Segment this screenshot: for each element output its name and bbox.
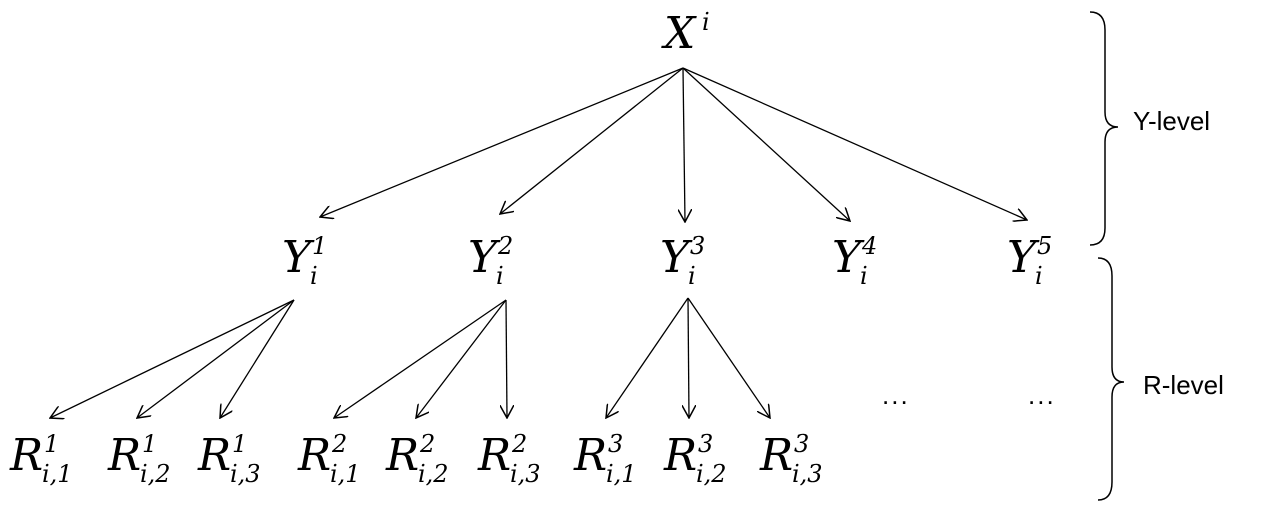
r-node-base: R (664, 430, 698, 481)
r-node-base: R (760, 430, 794, 481)
y-node-sub: i (310, 262, 318, 290)
r-node-sup: 1 (142, 430, 158, 458)
y-node-sup: 2 (498, 232, 514, 260)
edge-x-to-y (500, 67, 684, 214)
edge-x-to-y (682, 67, 1027, 220)
r-node-base: R (198, 430, 232, 481)
y-node-sup: 4 (862, 232, 878, 260)
edges-group (50, 67, 1027, 418)
y-node-sub: i (1035, 262, 1043, 290)
edge-x-to-y (320, 67, 684, 217)
edge-x-to-y (683, 67, 685, 222)
r-level-brace (1097, 257, 1125, 501)
r-node-base: R (108, 430, 142, 481)
y-node-sub: i (496, 262, 504, 290)
r-node-base: R (574, 430, 608, 481)
y-node-base: Y (1007, 232, 1037, 283)
r-node-sub: i,2 (418, 460, 449, 488)
r-node-sub: i,3 (230, 460, 261, 488)
y-level-label: Y-level (1133, 106, 1211, 136)
y-node-base: Y (282, 232, 312, 283)
y-node-sup: 3 (690, 232, 706, 260)
r-node-sub: i,1 (42, 460, 73, 488)
r-node-sup: 2 (420, 430, 436, 458)
edge-x-to-y (682, 67, 850, 221)
edge-y-to-r (416, 299, 507, 418)
edge-y-to-r (220, 299, 295, 418)
r-node-sup: 1 (44, 430, 60, 458)
r-node-sup: 3 (698, 430, 714, 458)
y-node-sub: i (688, 262, 696, 290)
y-node-base: Y (468, 232, 498, 283)
r-node-sup: 3 (794, 430, 810, 458)
r-node-sub: i,3 (792, 460, 823, 488)
r-node-sub: i,3 (510, 460, 541, 488)
root-node-sup: i (702, 8, 710, 36)
r-node-base: R (386, 430, 420, 481)
y-level-brace (1089, 11, 1119, 246)
r-level-label: R-level (1143, 370, 1224, 400)
ellipsis-y4-children: ... (882, 380, 910, 410)
edge-y-to-r (606, 297, 689, 418)
edge-y-to-r (687, 297, 770, 418)
edge-y-to-r (50, 299, 295, 418)
edge-y-to-r (688, 297, 689, 418)
y-node-sup: 1 (312, 232, 328, 260)
r-node-sub: i,2 (696, 460, 727, 488)
r-node-base: R (10, 430, 44, 481)
r-node-sub: i,1 (606, 460, 637, 488)
y-node-base: Y (832, 232, 862, 283)
edge-y-to-r (506, 299, 507, 418)
r-node-sub: i,2 (140, 460, 171, 488)
y-node-sup: 5 (1037, 232, 1053, 260)
root-node-base: X (664, 8, 696, 59)
r-node-base: R (478, 430, 512, 481)
edge-y-to-r (137, 299, 295, 418)
edge-y-to-r (334, 299, 507, 418)
r-node-sup: 2 (512, 430, 528, 458)
y-node-sub: i (860, 262, 868, 290)
r-node-sup: 2 (332, 430, 348, 458)
r-node-base: R (298, 430, 332, 481)
r-node-sub: i,1 (330, 460, 361, 488)
r-node-sup: 1 (232, 430, 248, 458)
ellipsis-y5-children: ... (1028, 380, 1056, 410)
y-node-base: Y (660, 232, 690, 283)
r-node-sup: 3 (608, 430, 624, 458)
